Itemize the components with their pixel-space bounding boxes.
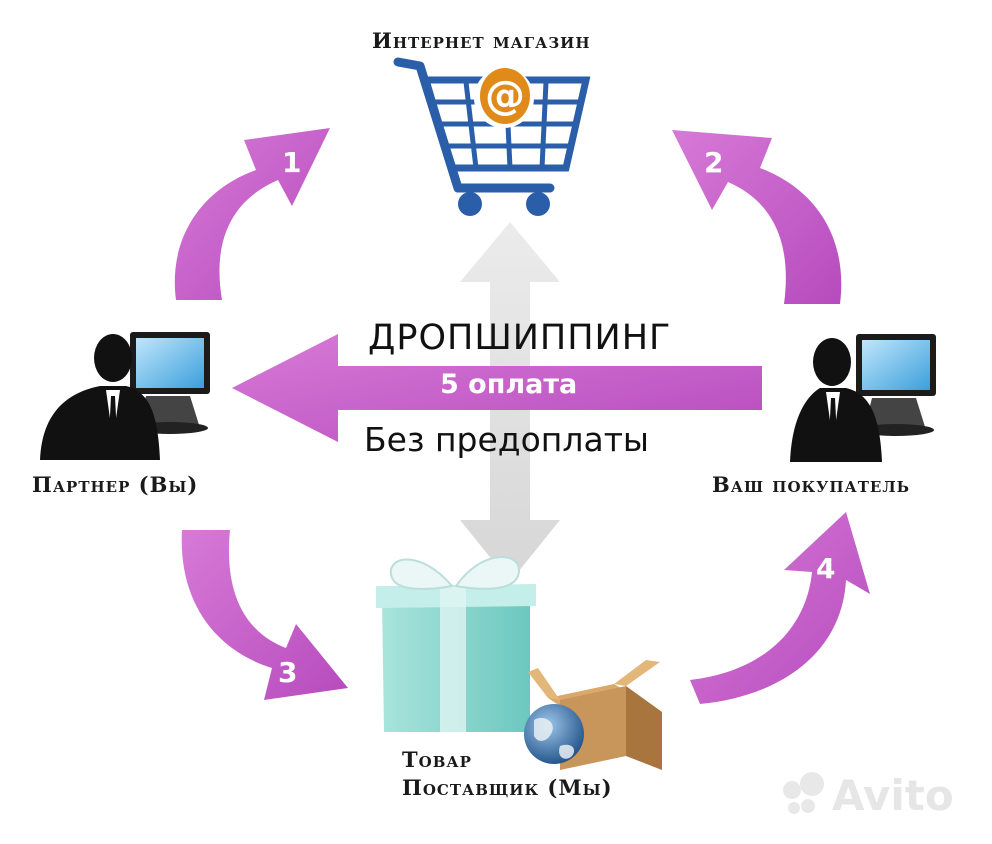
partner-label: Партнер (Вы) bbox=[32, 472, 199, 497]
arrow-step-3 bbox=[181, 530, 348, 700]
no-prepayment-label: Без предоплаты bbox=[364, 420, 649, 459]
step-number-2: 2 bbox=[704, 146, 724, 179]
step-number-4: 4 bbox=[816, 552, 836, 585]
goods-supplier-label: Товар Поставщик (Мы) bbox=[402, 746, 613, 802]
gift-box-icon bbox=[376, 556, 536, 732]
goods-label-line1: Товар bbox=[402, 747, 472, 772]
payment-label: 5 оплата bbox=[440, 369, 578, 400]
goods-label-line2: Поставщик (Мы) bbox=[402, 775, 613, 800]
arrow-step-1 bbox=[174, 128, 330, 300]
payment-arrow bbox=[232, 334, 762, 442]
globe-icon bbox=[524, 704, 584, 764]
buyer-person-icon bbox=[790, 334, 936, 462]
step-number-3: 3 bbox=[278, 656, 298, 689]
partner-person-icon bbox=[40, 332, 210, 460]
arrow-step-2 bbox=[672, 130, 842, 304]
step-number-1: 1 bbox=[282, 146, 302, 179]
buyer-label: Ваш покупатель bbox=[712, 472, 910, 497]
at-sign-icon: @ bbox=[480, 68, 530, 124]
avito-logo-icon bbox=[783, 772, 824, 814]
shop-title: Интернет магазин bbox=[372, 28, 591, 53]
dropshipping-title: ДРОПШИППИНГ bbox=[368, 318, 672, 358]
arrow-step-4 bbox=[690, 512, 870, 704]
avito-watermark: Avito bbox=[832, 771, 954, 820]
